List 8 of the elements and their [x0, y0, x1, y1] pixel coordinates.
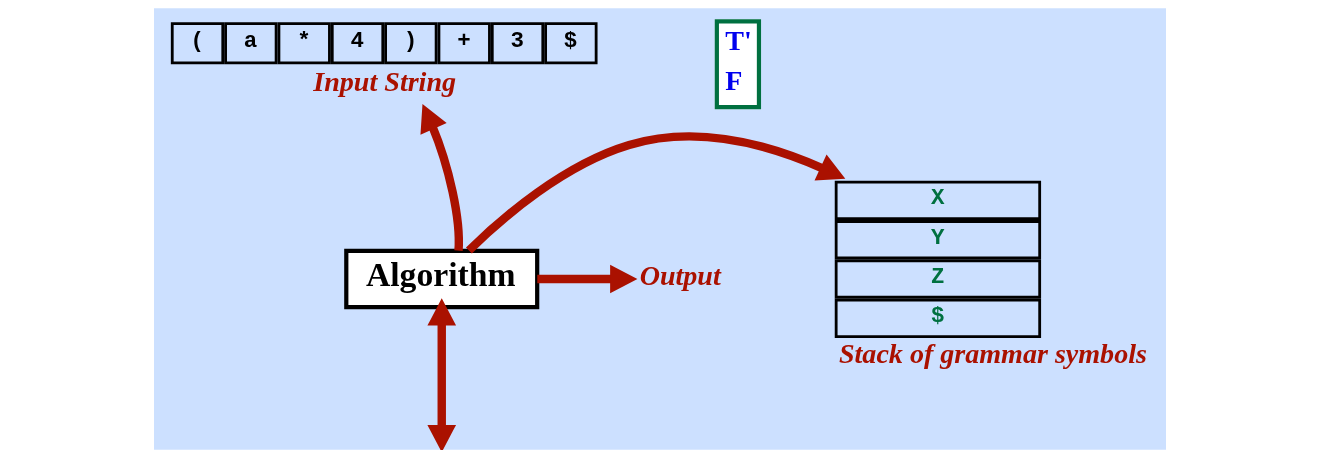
node-box: Algorithm: [343, 248, 539, 310]
arrow: [426, 298, 456, 450]
arrow: [419, 103, 463, 251]
arrow: [536, 264, 637, 294]
node-label: Stack of grammar symbols: [838, 338, 1147, 370]
node-text: Output: [639, 259, 721, 291]
node-label: Input String: [312, 65, 456, 97]
arrow: [465, 132, 845, 254]
